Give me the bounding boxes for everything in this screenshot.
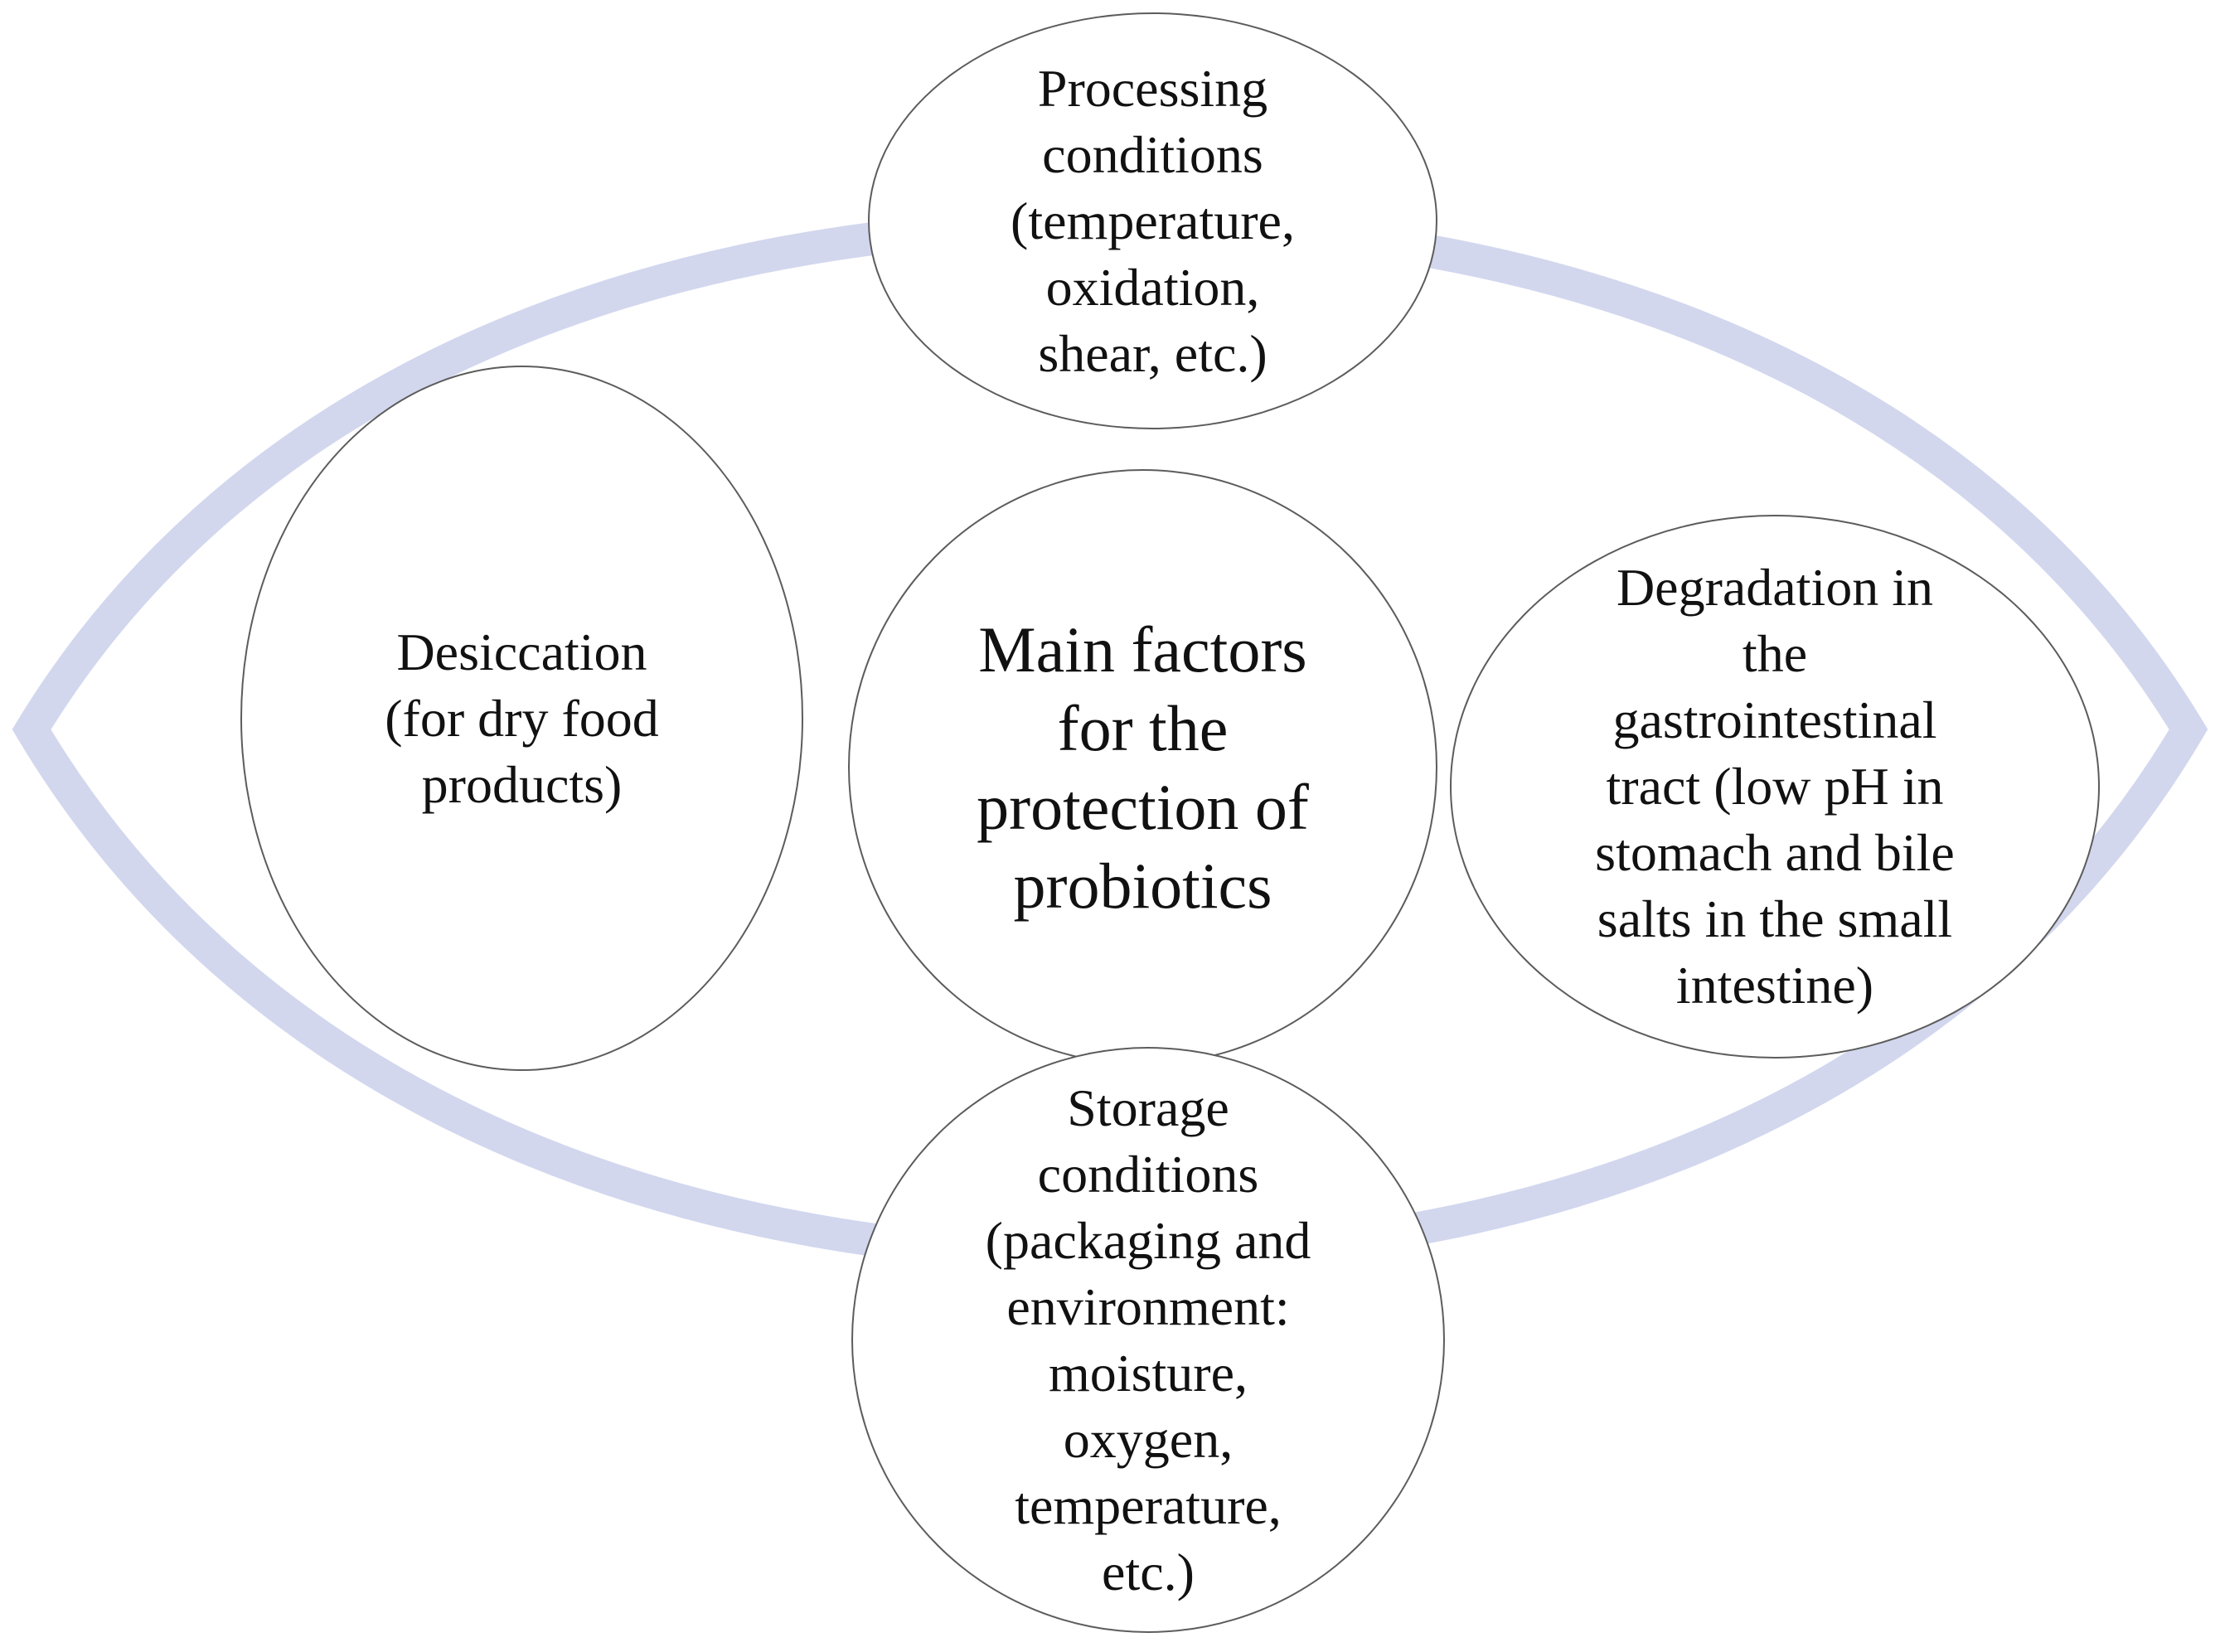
- central-topic-line: for the: [1057, 691, 1229, 764]
- factor-bottom-line: Storage: [1067, 1078, 1229, 1137]
- factor-processing-conditions-circle: Processing conditions (temperature, oxid…: [868, 12, 1437, 429]
- factor-right-line: stomach and bile: [1595, 823, 1955, 882]
- factor-right-line: intestine): [1675, 956, 1874, 1015]
- factor-right-line: the: [1742, 624, 1808, 683]
- factor-top-line: Processing: [1037, 58, 1268, 118]
- central-topic-line: Main factors: [978, 613, 1307, 686]
- central-topic-line: probiotics: [1013, 849, 1272, 922]
- cycle-ring-band: [12, 206, 2208, 1273]
- factor-bottom-line: (packaging and: [985, 1210, 1311, 1270]
- factor-right-line: gastrointestinal: [1612, 690, 1937, 749]
- factor-left-line: Desiccation: [396, 622, 647, 681]
- factor-right-line: Degradation in: [1616, 558, 1934, 617]
- factor-gastrointestinal-degradation-circle: Degradation in the gastrointestinal trac…: [1450, 515, 2100, 1059]
- factor-right-line: salts in the small: [1597, 889, 1953, 948]
- factor-desiccation-label: Desiccation (for dry food products): [385, 619, 659, 818]
- factor-bottom-line: oxygen,: [1063, 1409, 1234, 1469]
- factor-desiccation-circle: Desiccation (for dry food products): [240, 366, 803, 1071]
- factor-storage-conditions-circle: Storage conditions (packaging and enviro…: [851, 1047, 1445, 1633]
- factor-top-line: oxidation,: [1045, 257, 1260, 317]
- factor-bottom-line: conditions: [1037, 1144, 1259, 1204]
- factor-processing-conditions-label: Processing conditions (temperature, oxid…: [1011, 56, 1295, 387]
- factor-bottom-line: moisture,: [1049, 1343, 1248, 1403]
- factor-top-line: shear, etc.): [1038, 323, 1268, 383]
- factor-left-line: (for dry food: [385, 688, 659, 748]
- central-topic-circle: Main factors for the protection of probi…: [848, 469, 1437, 1065]
- factor-top-line: conditions: [1042, 124, 1263, 184]
- factor-storage-conditions-label: Storage conditions (packaging and enviro…: [986, 1075, 1311, 1606]
- factor-bottom-line: etc.): [1102, 1542, 1195, 1601]
- factor-top-line: (temperature,: [1011, 191, 1295, 250]
- factor-left-line: products): [421, 754, 623, 814]
- central-topic-line: protection of: [977, 770, 1309, 843]
- factor-bottom-line: environment:: [1006, 1277, 1290, 1336]
- factor-right-line: tract (low pH in: [1606, 757, 1944, 816]
- central-topic-label: Main factors for the protection of probi…: [977, 610, 1309, 925]
- factor-gastrointestinal-degradation-label: Degradation in the gastrointestinal trac…: [1595, 555, 1955, 1019]
- factor-bottom-line: temperature,: [1015, 1475, 1282, 1535]
